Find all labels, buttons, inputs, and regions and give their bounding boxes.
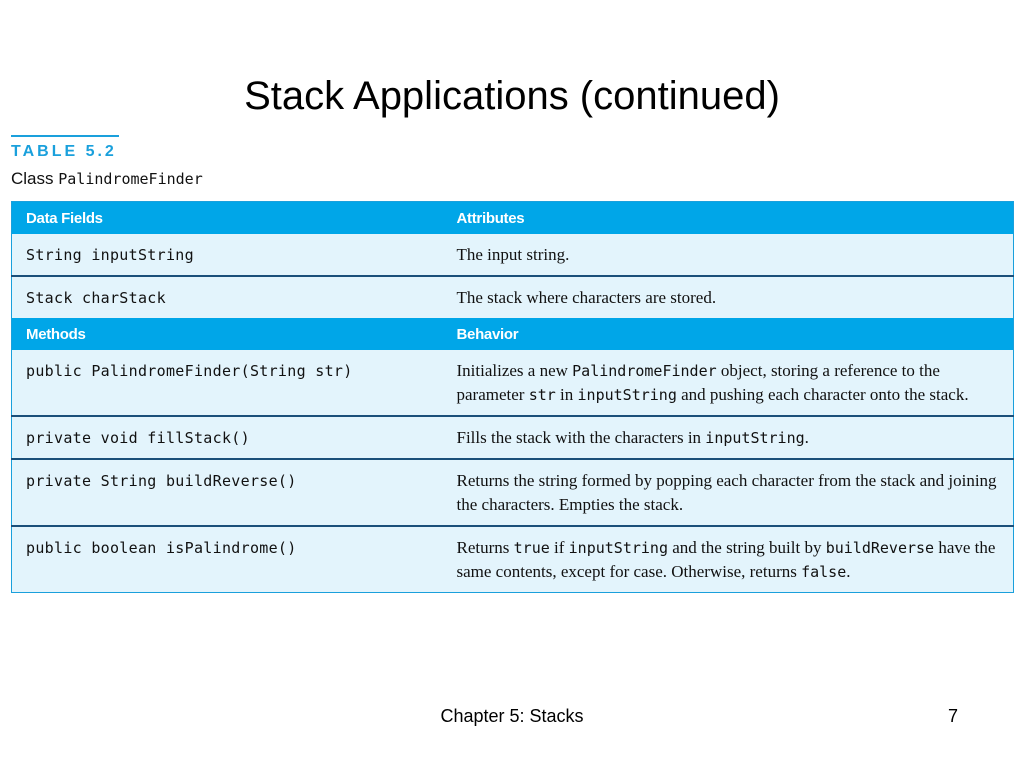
description-text: .: [804, 428, 809, 447]
method-signature: public boolean isPalindrome(): [11, 525, 443, 593]
description-text: Initializes a new: [456, 361, 573, 380]
method-description: Returns true if inputString and the stri…: [442, 525, 1014, 593]
table-row: public PalindromeFinder(String str) Init…: [11, 350, 1014, 416]
data-fields-header: Data Fields: [11, 201, 443, 234]
methods-header: Methods: [11, 318, 443, 350]
method-signature: public PalindromeFinder(String str): [11, 350, 443, 416]
code-term: true: [513, 539, 550, 557]
slide-title: Stack Applications (continued): [244, 74, 780, 118]
code-term: str: [528, 386, 556, 404]
description-text: in: [555, 385, 578, 404]
footer-chapter-title: Chapter 5: Stacks: [440, 706, 584, 726]
data-fields-header-row: Data Fields Attributes: [11, 201, 1014, 234]
class-spec-table: Data Fields Attributes String inputStrin…: [11, 201, 1014, 593]
code-term: inputString: [568, 539, 668, 557]
table-row: String inputString The input string.: [11, 234, 1014, 276]
field-signature: String inputString: [11, 234, 443, 276]
table-row: Stack charStack The stack where characte…: [11, 275, 1014, 318]
page-number: 7: [948, 706, 959, 726]
table-caption-prefix: Class: [11, 169, 59, 188]
description-text: object, storing a reference to the param…: [456, 361, 940, 404]
code-term: buildReverse: [825, 539, 935, 557]
field-signature: Stack charStack: [11, 275, 443, 318]
code-term: inputString: [705, 429, 805, 447]
method-signature: private String buildReverse(): [11, 458, 443, 526]
table-caption-class: PalindromeFinder: [58, 170, 203, 188]
description-text: .: [846, 562, 851, 581]
code-term: false: [801, 563, 847, 581]
description-text: and the string built by: [668, 538, 826, 557]
method-description: Initializes a new PalindromeFinder objec…: [442, 350, 1014, 416]
method-signature: private void fillStack(): [11, 415, 443, 459]
description-text: Fills the stack with the characters in: [456, 428, 706, 447]
table-label: TABLE 5.2: [11, 143, 117, 160]
behavior-header: Behavior: [442, 318, 1014, 350]
code-term: inputString: [577, 386, 677, 404]
table-caption: Class PalindromeFinder: [11, 169, 203, 189]
method-description: Returns the string formed by popping eac…: [442, 458, 1014, 526]
table-label-rule: [11, 135, 119, 137]
table-row: private String buildReverse() Returns th…: [11, 458, 1014, 526]
description-text: have the same contents, except for case.…: [456, 538, 996, 581]
code-term: PalindromeFinder: [572, 362, 717, 380]
description-text: Returns: [456, 538, 514, 557]
description-text: and pushing each character onto the stac…: [676, 385, 969, 404]
description-text: The stack where characters are stored.: [456, 288, 717, 307]
field-description: The input string.: [442, 234, 1014, 276]
table-row: public boolean isPalindrome() Returns tr…: [11, 525, 1014, 593]
description-text: The input string.: [456, 245, 570, 264]
description-text: if: [549, 538, 569, 557]
description-text: Returns the string formed by popping eac…: [456, 471, 997, 514]
method-description: Fills the stack with the characters in i…: [442, 415, 1014, 459]
methods-header-row: Methods Behavior: [11, 318, 1014, 350]
field-description: The stack where characters are stored.: [442, 275, 1014, 318]
attributes-header: Attributes: [442, 201, 1014, 234]
table-row: private void fillStack() Fills the stack…: [11, 415, 1014, 459]
